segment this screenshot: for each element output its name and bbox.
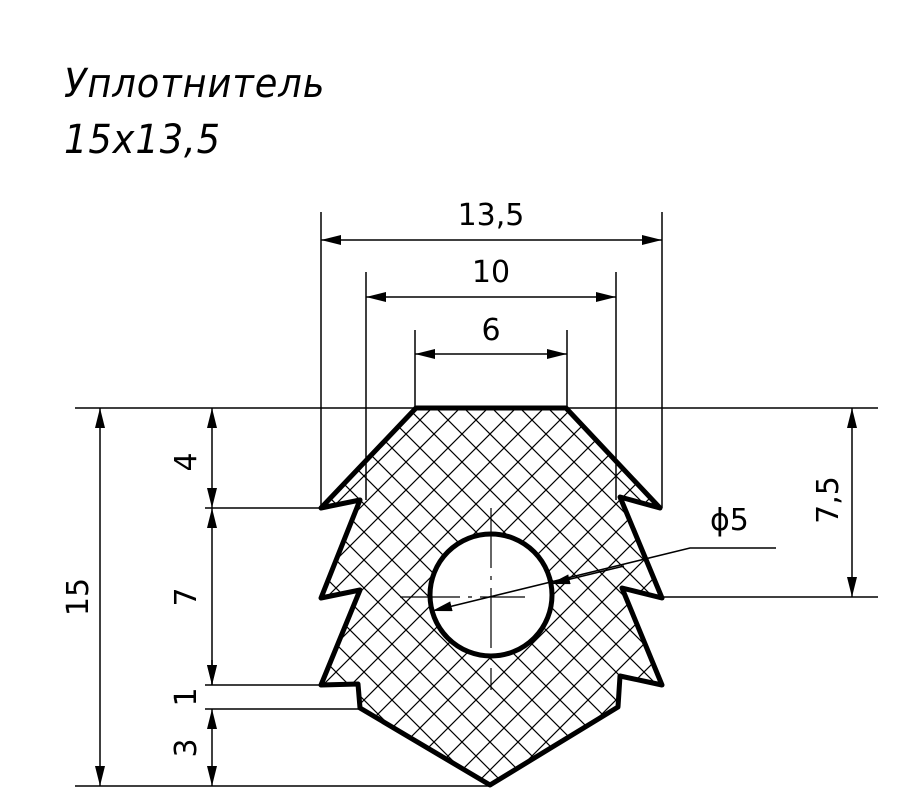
title-block: Уплотнитель 15x13,5 (64, 56, 348, 168)
dim-label-7: 7 (169, 587, 204, 606)
dim-label-3: 3 (169, 738, 204, 757)
center-lines (400, 508, 525, 690)
dim-label-1: 1 (169, 687, 204, 706)
vertical-dimensions (95, 408, 857, 786)
dim-label-6: 6 (481, 313, 500, 348)
dim-label-4: 4 (169, 452, 204, 471)
dim-label-13-5: 13,5 (458, 198, 525, 233)
dim-label-diameter: ϕ5 (710, 503, 749, 538)
drawing-size: 15x13,5 (64, 117, 221, 163)
dim-label-15: 15 (61, 578, 96, 616)
dim-label-10: 10 (472, 255, 510, 290)
horizontal-dimensions (321, 235, 662, 359)
diameter-leader (431, 547, 776, 612)
drawing-title: Уплотнитель (64, 61, 326, 107)
dim-label-7-5: 7,5 (811, 476, 846, 524)
